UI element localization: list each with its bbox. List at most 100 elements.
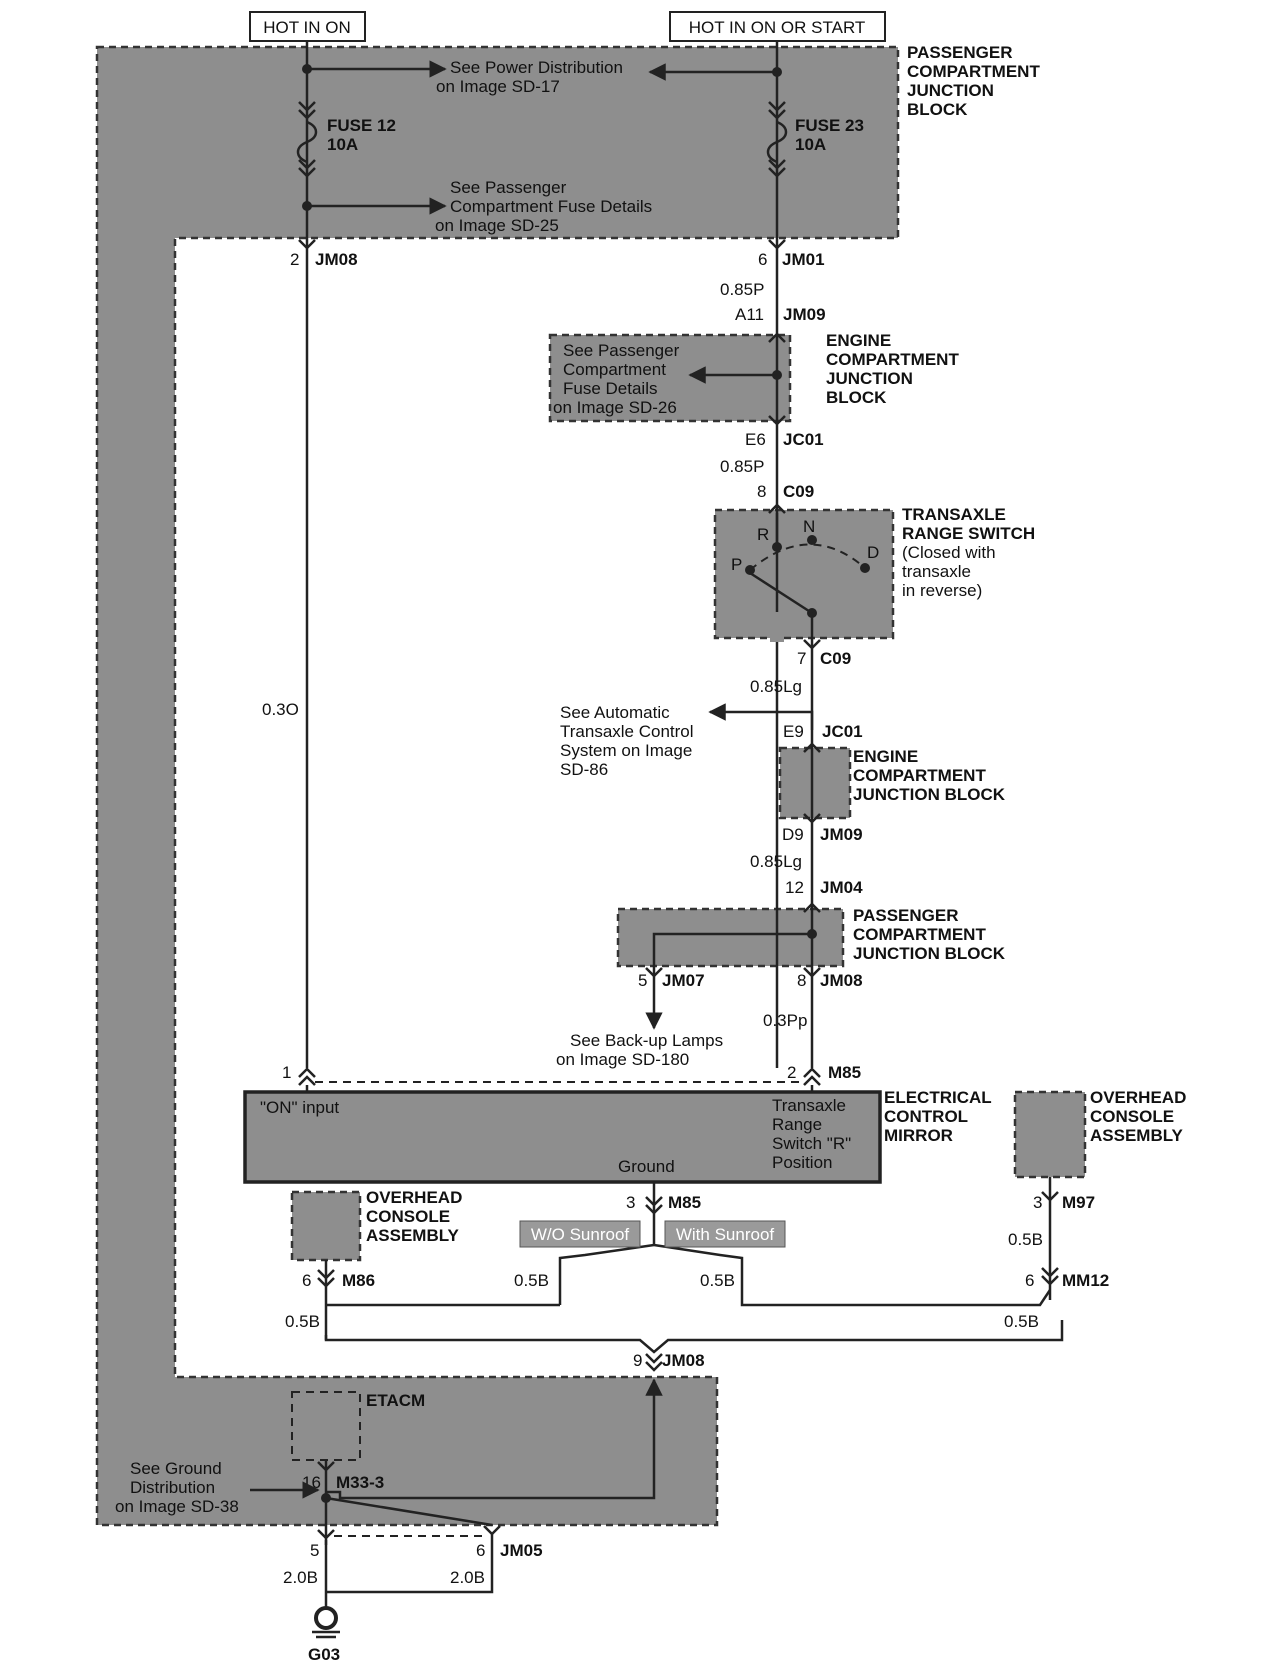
conn-mm12: MM12 [1062, 1271, 1109, 1290]
ref-ground-3: on Image SD-38 [115, 1497, 239, 1516]
oca-left-label-1: OVERHEAD [366, 1188, 462, 1207]
switch-blade [749, 571, 813, 615]
tag-with-sunroof-label: With Sunroof [676, 1225, 775, 1244]
pin-jm09-a11: A11 [735, 305, 764, 324]
switch-pos-n: N [803, 517, 815, 536]
trs-label-1: TRANSAXLE [902, 505, 1006, 524]
connector-symbol [645, 1196, 663, 1215]
connector-symbol [803, 1067, 821, 1086]
conn-jm04: JM04 [820, 878, 863, 897]
wire-with-sunroof [653, 1243, 1052, 1307]
ecjb-block-upper [548, 333, 792, 423]
conn-jm07: JM07 [662, 971, 705, 990]
switch-pos-p: P [731, 555, 742, 574]
switch-pos-r: R [757, 525, 769, 544]
ecjb-block-lower [778, 746, 852, 820]
pin-jm09-d9: D9 [782, 825, 804, 844]
connector-symbol [1041, 1191, 1059, 1202]
pcjb-top-label-1: PASSENGER [907, 43, 1013, 62]
fuse-12-rating: 10A [327, 135, 358, 154]
wire-jm05-6 [325, 1496, 493, 1527]
wire-mask [770, 612, 784, 642]
ecm-label-1: ELECTRICAL [884, 1088, 992, 1107]
conn-jc01-a: JC01 [783, 430, 824, 449]
conn-m86: M86 [342, 1271, 375, 1290]
ground-label-g03: G03 [308, 1645, 340, 1664]
overhead-console-right [1013, 1090, 1087, 1179]
ecjb1-label-1: ENGINE [826, 331, 891, 350]
wire-085p-b: 0.85P [720, 457, 764, 476]
ref-eng-fuse-2: Compartment [563, 360, 666, 379]
connector-symbol [768, 415, 786, 426]
trs-note-2: transaxle [902, 562, 971, 581]
ref-power-dist-1: See Power Distribution [450, 58, 623, 77]
wire-05b-m86: 0.5B [285, 1312, 320, 1331]
ecm-trs-2: Range [772, 1115, 822, 1134]
switch-contact-n [807, 535, 817, 545]
fuse-23-name: FUSE 23 [795, 116, 864, 135]
pcjb2-label-1: PASSENGER [853, 906, 959, 925]
hot-in-on-or-start-box [669, 11, 886, 42]
wire-ground-bus [324, 1320, 1064, 1354]
pin-m86-6: 6 [302, 1271, 311, 1290]
connector-symbol [803, 902, 821, 913]
ground-icon [314, 1606, 338, 1630]
wire-03o: 0.3O [262, 700, 299, 719]
pcjb-top-label-3: JUNCTION [907, 81, 994, 100]
connector-symbol [803, 742, 821, 753]
connector-symbol [768, 332, 786, 343]
tag-wo-sunroof [519, 1220, 641, 1248]
ecjb2-label-3: JUNCTION BLOCK [853, 785, 1006, 804]
pin-jm01-6: 6 [758, 250, 767, 269]
ref-eng-fuse-3: Fuse Details [563, 379, 657, 398]
ecm-label-2: CONTROL [884, 1107, 968, 1126]
connector-symbol [803, 967, 821, 978]
ecm-trs-4: Position [772, 1153, 832, 1172]
ecjb1-label-2: COMPARTMENT [826, 350, 959, 369]
conn-m97: M97 [1062, 1193, 1095, 1212]
connector-symbol [645, 967, 663, 978]
etacm-label: ETACM [366, 1391, 425, 1410]
connector-symbol [298, 239, 316, 250]
conn-jm09-a: JM09 [783, 305, 826, 324]
ref-ground-2: Distribution [130, 1478, 215, 1497]
pin-jm04-12: 12 [785, 878, 804, 897]
pcjb-top-label-4: BLOCK [907, 100, 968, 119]
wire-ground-return [326, 1378, 663, 1500]
ref-backup-2: on Image SD-180 [556, 1050, 689, 1069]
conn-jm05: JM05 [500, 1541, 543, 1560]
wire-085p-a: 0.85P [720, 280, 764, 299]
pcjb2-label-2: COMPARTMENT [853, 925, 986, 944]
fuse-12-name: FUSE 12 [327, 116, 396, 135]
pin-jm08-2: 2 [290, 250, 299, 269]
conn-jm08-b: JM08 [820, 971, 863, 990]
overhead-console-left [290, 1190, 362, 1262]
connector-symbol [1041, 1267, 1059, 1286]
conn-jm08-a: JM08 [315, 250, 358, 269]
pin-jm08-8: 8 [797, 971, 806, 990]
connector-symbol [645, 1353, 663, 1372]
wire-05b-m97: 0.5B [1008, 1230, 1043, 1249]
wire-20b-b: 2.0B [450, 1568, 485, 1587]
pin-jm05-6: 6 [476, 1541, 485, 1560]
tag-wo-sunroof-label: W/O Sunroof [531, 1225, 630, 1244]
conn-m85-a: M85 [828, 1063, 861, 1082]
connector-symbol [483, 1525, 501, 1536]
pin-m85-3: 3 [626, 1193, 635, 1212]
ecm-trs-1: Transaxle [772, 1096, 846, 1115]
hot-in-on-label: HOT IN ON [263, 18, 351, 37]
oca-right-label-1: OVERHEAD [1090, 1088, 1186, 1107]
pcjb-main-block [95, 45, 900, 1527]
pin-c09-8: 8 [757, 482, 766, 501]
switch-contact-p [745, 565, 755, 575]
ref-auto-trans-2: Transaxle Control [560, 722, 694, 741]
arrow-auto-trans [708, 703, 814, 730]
wire-jm05-6-down [326, 1534, 494, 1594]
ref-pass-fuse-3: on Image SD-25 [435, 216, 559, 235]
oca-right-label-3: ASSEMBLY [1090, 1126, 1184, 1145]
switch-contact-d [860, 563, 870, 573]
conn-m85-b: M85 [668, 1193, 701, 1212]
fuse-23-symbol [766, 101, 788, 178]
conn-jm09-b: JM09 [820, 825, 863, 844]
connector-symbol [317, 1529, 335, 1540]
